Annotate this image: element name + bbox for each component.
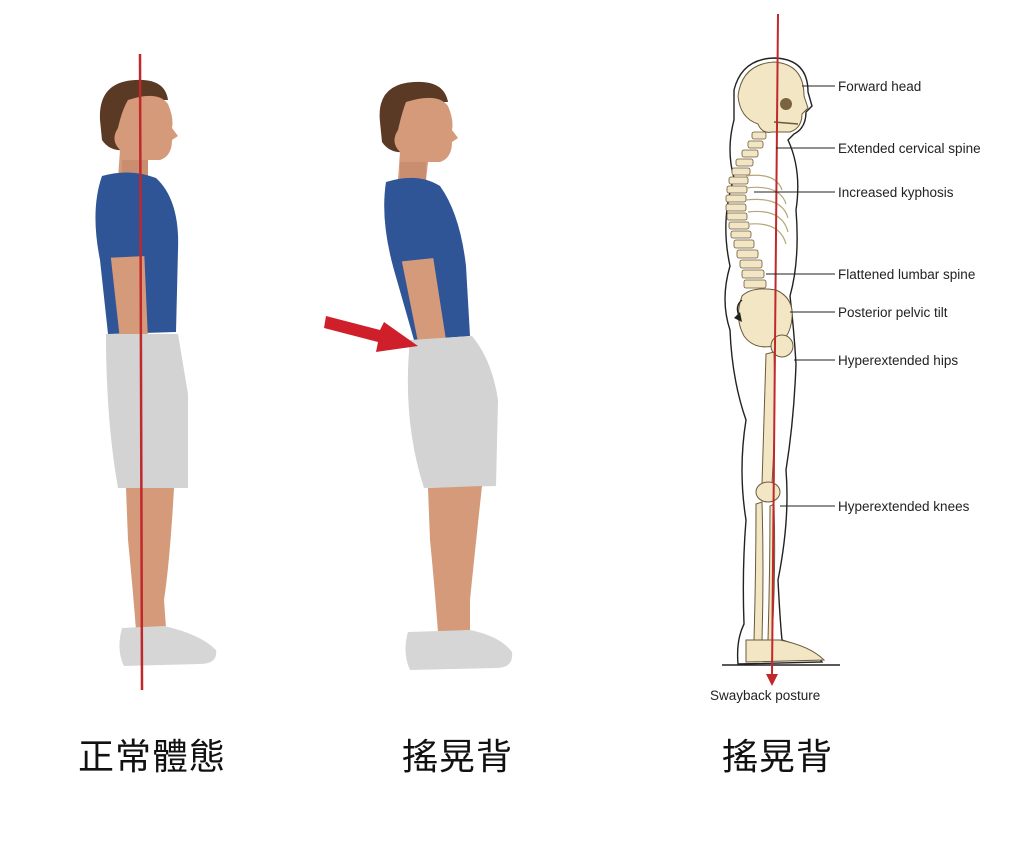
plumb-line: [138, 53, 144, 691]
shorts: [106, 334, 188, 488]
caption-swayback-skeleton: 搖晃背: [722, 737, 834, 778]
label-forward-head: Forward head: [838, 79, 921, 94]
caption-swayback: 搖晃背: [402, 737, 514, 778]
arrow-icon: [766, 674, 778, 686]
label-posterior-pelvic-tilt: Posterior pelvic tilt: [838, 305, 948, 320]
skull: [737, 61, 809, 133]
label-flattened-lumbar-spine: Flattened lumbar spine: [838, 267, 975, 282]
normal-posture-figure: [40, 0, 270, 710]
label-extended-cervical-spine: Extended cervical spine: [838, 141, 981, 156]
swayback-figure: [310, 0, 570, 710]
arrow-icon: [324, 316, 418, 352]
shoe: [405, 630, 513, 670]
spine: [725, 131, 767, 289]
shorts: [407, 336, 498, 488]
skeleton-subtitle: Swayback posture: [710, 688, 820, 703]
tibia: [753, 501, 764, 641]
body-outline: [724, 57, 824, 665]
head: [394, 97, 458, 180]
shoe: [119, 626, 217, 666]
legs: [428, 486, 482, 632]
head: [114, 95, 178, 178]
skeleton-diagram: Forward head Extended cervical spine Inc…: [690, 0, 1034, 720]
label-increased-kyphosis: Increased kyphosis: [838, 185, 954, 200]
ribs: [745, 174, 789, 245]
caption-normal-posture: 正常體態: [78, 737, 227, 778]
legs: [126, 488, 174, 630]
label-hyperextended-hips: Hyperextended hips: [838, 353, 958, 368]
femur: [761, 351, 776, 485]
foot: [745, 639, 826, 663]
plumb-line: [771, 13, 779, 677]
label-hyperextended-knees: Hyperextended knees: [838, 499, 970, 514]
